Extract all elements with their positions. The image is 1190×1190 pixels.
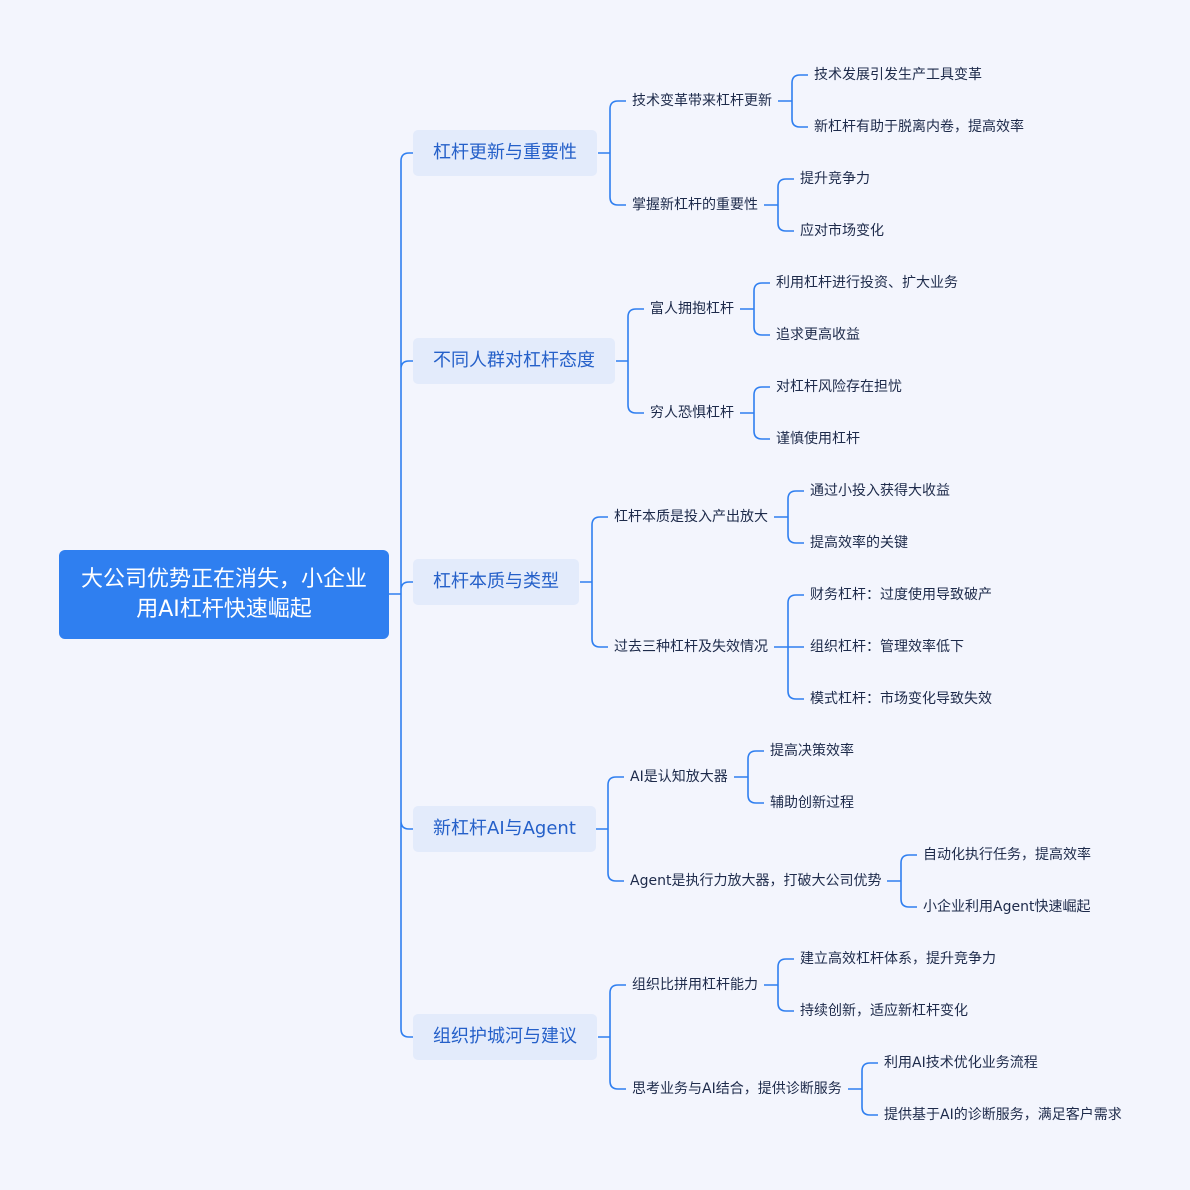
leaf-topic[interactable]: 组织杠杆：管理效率低下 (810, 639, 964, 655)
subtopic-connector (764, 178, 794, 232)
subtopic[interactable]: Agent是执行力放大器，打破大公司优势 (630, 873, 882, 889)
leaf-topic[interactable]: 通过小投入获得大收益 (810, 483, 950, 499)
subtopic-connector (887, 854, 917, 908)
subtopic[interactable]: 杠杆本质是投入产出放大 (614, 509, 768, 525)
branch-topic[interactable]: 杠杆更新与重要性 (413, 130, 597, 176)
subtopic-connector (734, 750, 764, 804)
subtopic[interactable]: 组织比拼用杠杆能力 (632, 977, 758, 993)
subtopic-connector (740, 386, 770, 440)
subtopic[interactable]: AI是认知放大器 (630, 769, 728, 785)
branch-connector (596, 776, 624, 882)
leaf-topic[interactable]: 追求更高收益 (776, 327, 860, 343)
root-topic[interactable]: 大公司优势正在消失，小企业用AI杠杆快速崛起 (59, 550, 389, 639)
branch-connector (598, 984, 626, 1090)
leaf-topic[interactable]: 利用AI技术优化业务流程 (884, 1055, 1038, 1071)
branch-topic[interactable]: 不同人群对杠杆态度 (413, 338, 615, 384)
subtopic[interactable]: 掌握新杠杆的重要性 (632, 197, 758, 213)
leaf-topic[interactable]: 财务杠杆：过度使用导致破产 (810, 587, 992, 603)
leaf-topic[interactable]: 建立高效杠杆体系，提升竞争力 (800, 951, 996, 967)
subtopic-connector (774, 594, 804, 700)
leaf-topic[interactable]: 技术发展引发生产工具变革 (814, 67, 982, 83)
leaf-topic[interactable]: 提高效率的关键 (810, 535, 908, 551)
leaf-topic[interactable]: 辅助创新过程 (770, 795, 854, 811)
subtopic[interactable]: 技术变革带来杠杆更新 (632, 93, 772, 109)
subtopic[interactable]: 穷人恐惧杠杆 (650, 405, 734, 421)
subtopic-connector (740, 282, 770, 336)
leaf-topic[interactable]: 利用杠杆进行投资、扩大业务 (776, 275, 958, 291)
branch-topic[interactable]: 新杠杆AI与Agent (413, 806, 596, 852)
subtopic-connector (848, 1062, 878, 1116)
leaf-topic[interactable]: 提升竞争力 (800, 171, 870, 187)
subtopic[interactable]: 富人拥抱杠杆 (650, 301, 734, 317)
root-connector (389, 152, 413, 1038)
leaf-topic[interactable]: 模式杠杆：市场变化导致失效 (810, 691, 992, 707)
leaf-topic[interactable]: 小企业利用Agent快速崛起 (923, 899, 1091, 915)
subtopic[interactable]: 思考业务与AI结合，提供诊断服务 (632, 1081, 842, 1097)
subtopic-connector (774, 490, 804, 544)
leaf-topic[interactable]: 谨慎使用杠杆 (776, 431, 860, 447)
leaf-topic[interactable]: 应对市场变化 (800, 223, 884, 239)
branch-topic[interactable]: 杠杆本质与类型 (413, 559, 579, 605)
branch-connector (616, 308, 644, 414)
leaf-topic[interactable]: 新杠杆有助于脱离内卷，提高效率 (814, 119, 1024, 135)
leaf-topic[interactable]: 提供基于AI的诊断服务，满足客户需求 (884, 1107, 1122, 1123)
subtopic-connector (764, 958, 794, 1012)
branch-connector (598, 100, 626, 206)
branch-topic[interactable]: 组织护城河与建议 (413, 1014, 597, 1060)
leaf-topic[interactable]: 持续创新，适应新杠杆变化 (800, 1003, 968, 1019)
subtopic[interactable]: 过去三种杠杆及失效情况 (614, 639, 768, 655)
branch-connector (580, 516, 608, 648)
leaf-topic[interactable]: 提高决策效率 (770, 743, 854, 759)
subtopic-connector (778, 74, 808, 128)
leaf-topic[interactable]: 对杠杆风险存在担忧 (776, 379, 902, 395)
leaf-topic[interactable]: 自动化执行任务，提高效率 (923, 847, 1091, 863)
